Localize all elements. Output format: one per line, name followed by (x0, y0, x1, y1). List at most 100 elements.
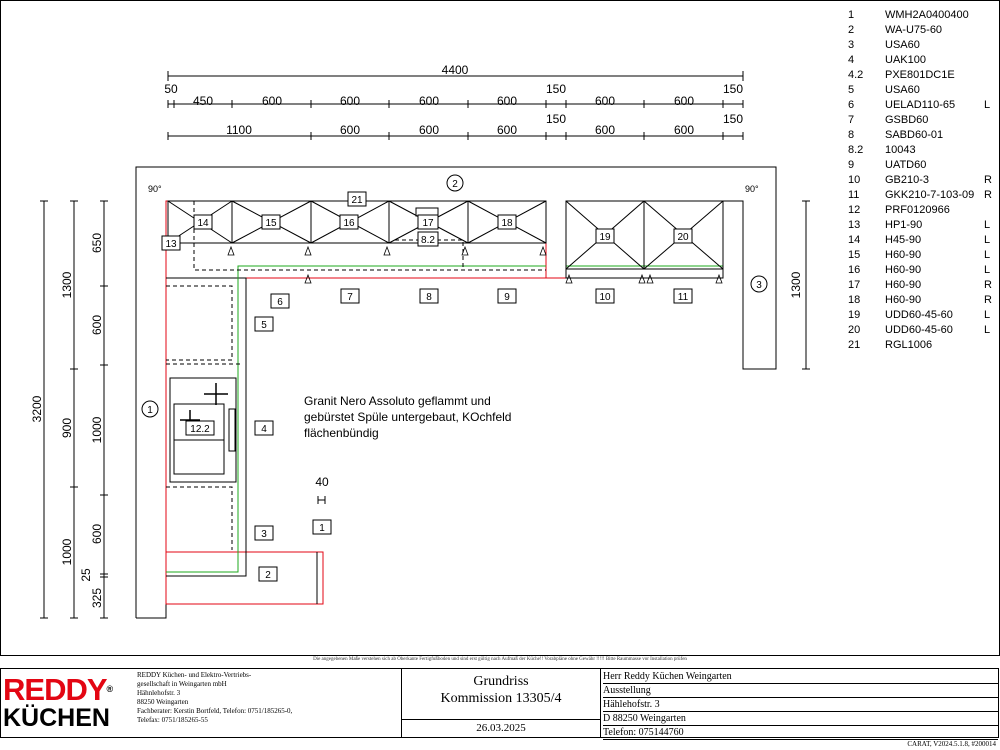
dim-bottom-label: 600 (674, 123, 694, 137)
module-7: 7 (340, 288, 360, 304)
module-12-2: 12.2 (185, 420, 215, 436)
dim-left-inner: 600 (90, 315, 104, 335)
svg-text:13: 13 (165, 239, 177, 250)
dim-top-label: 600 (262, 94, 282, 108)
dim-top-label: 600 (595, 94, 615, 108)
module-5: 5 (254, 316, 274, 332)
top-dimensions: 4400 50 450 600 600 600 600 150 600 600 … (164, 63, 744, 137)
dim-bottom-label: 150 (546, 112, 566, 126)
part-num: 10 (848, 174, 861, 186)
svg-text:14: 14 (197, 218, 209, 229)
part-row: 21 RGL1006 (848, 338, 1000, 353)
part-code: GB210-3 (885, 174, 930, 186)
part-num: 21 (848, 339, 861, 351)
part-num: 4 (848, 54, 855, 66)
part-num: 2 (848, 24, 855, 36)
dim-top-label: 450 (193, 94, 213, 108)
part-code: RGL1006 (885, 339, 933, 351)
wall-cabinets (167, 200, 724, 270)
module-9: 9 (497, 288, 517, 304)
module-13: 13 (161, 235, 181, 251)
svg-text:2: 2 (265, 570, 271, 581)
svg-text:12.2: 12.2 (190, 424, 210, 435)
dim-top-label: 150 (546, 82, 566, 96)
sink-area (169, 377, 237, 483)
part-side: L (984, 309, 991, 321)
module-3: 3 (254, 525, 274, 541)
part-num: 16 (848, 264, 861, 276)
svg-text:8: 8 (426, 292, 432, 303)
part-code: WMH2A0400400 (885, 9, 969, 21)
part-row: 9 UATD60 (848, 158, 1000, 173)
module-11: 11 (673, 288, 693, 304)
dim-top-label: 150 (723, 82, 743, 96)
part-num: 18 (848, 294, 861, 306)
left-dimensions (40, 200, 810, 619)
part-code: H60-90 (885, 279, 922, 291)
svg-text:19: 19 (599, 232, 611, 243)
part-code: H60-90 (885, 264, 922, 276)
part-code: PXE801DC1E (885, 69, 955, 81)
part-num: 12 (848, 204, 861, 216)
module-21: 21 (347, 191, 367, 207)
part-code: GSBD60 (885, 114, 929, 126)
part-num: 19 (848, 309, 861, 321)
dim-left-outer: 3200 (30, 395, 44, 422)
plan-date: 26.03.2025 (402, 719, 600, 737)
svg-text:7: 7 (347, 292, 353, 303)
part-side: R (984, 189, 992, 201)
svg-text:20: 20 (677, 232, 689, 243)
part-code: 10043 (885, 144, 916, 156)
dim-top-label: 600 (497, 94, 517, 108)
software-version: CARAT, V2024.5.1.8, #200014 (907, 740, 996, 748)
dim-right: 1300 (789, 271, 803, 298)
part-side: L (984, 219, 991, 231)
part-num: 15 (848, 249, 861, 261)
floor-plan: 4400 50 450 600 600 600 600 150 600 600 … (0, 0, 1000, 656)
module-17: 17 (417, 214, 439, 230)
part-code: UATD60 (885, 159, 927, 171)
module-16: 16 (339, 214, 359, 230)
angle-right: 90° (745, 184, 759, 194)
disclaimer: Die angegebenen Maße verstehen sich ab O… (313, 657, 687, 662)
module-2: 2 (258, 566, 278, 582)
part-code: UDD60-45-60 (885, 324, 953, 336)
part-side: L (984, 99, 991, 111)
part-code: USA60 (885, 39, 920, 51)
dim-left-mid: 1000 (60, 538, 74, 565)
part-num: 17 (848, 279, 861, 291)
module-14: 14 (193, 214, 213, 230)
dim-bottom-label: 150 (723, 112, 743, 126)
svg-text:8.2: 8.2 (421, 235, 435, 246)
svg-text:9: 9 (504, 292, 510, 303)
part-code: UAK100 (885, 54, 926, 66)
svg-text:3: 3 (261, 529, 267, 540)
dim-bottom-label: 600 (340, 123, 360, 137)
module-labels: 13 14 15 16 17 8.2 18 19 20 21 7 8 9 10 … (161, 191, 693, 582)
part-side: R (984, 294, 992, 306)
plan-title: Grundriss (473, 674, 529, 689)
module-8: 8 (419, 288, 439, 304)
part-num: 9 (848, 159, 855, 171)
dim-left-inner: 650 (90, 233, 104, 253)
reddy-logo: REDDY® KÜCHEN (3, 672, 113, 732)
part-num: 6 (848, 99, 855, 111)
module-19: 19 (595, 228, 615, 244)
part-code: H60-90 (885, 294, 922, 306)
dim-left-inner: 600 (90, 524, 104, 544)
dim-bottom-label: 1100 (226, 123, 252, 137)
dim-top-label: 600 (419, 94, 439, 108)
svg-text:17: 17 (422, 218, 434, 229)
module-1: 1 (312, 519, 332, 535)
